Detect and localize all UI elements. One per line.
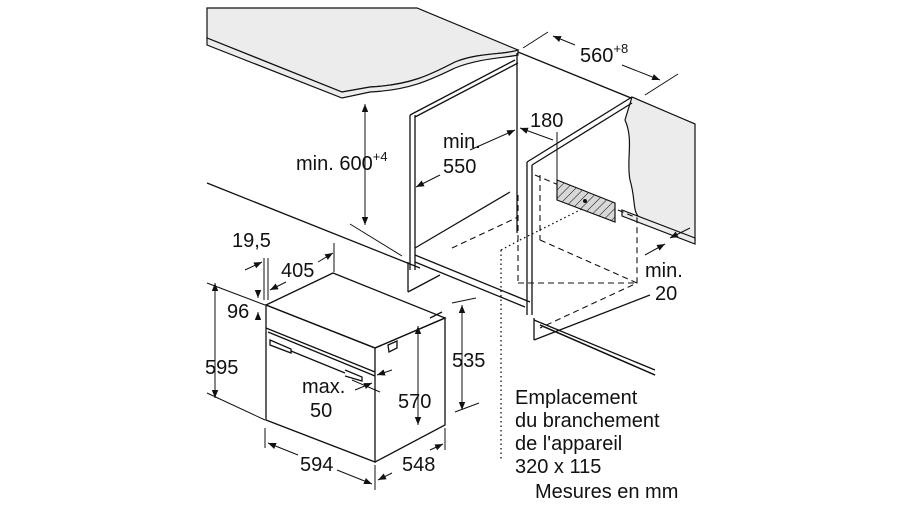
label-rear-clearance-2: 20 <box>655 283 677 305</box>
floor-line <box>206 182 421 269</box>
oven <box>264 272 447 463</box>
label-oven-depth: 548 <box>402 454 435 476</box>
note-line: de l'appareil <box>515 433 622 455</box>
dimension-lines <box>206 31 691 490</box>
label-door-gap-1: max. <box>302 376 345 398</box>
label-top-depth: 405 <box>281 260 314 282</box>
label-niche-height: min. 600+4 <box>296 149 388 175</box>
worktop <box>206 7 520 99</box>
units-note: Mesures en mm <box>535 481 678 503</box>
label-inner-height: 570 <box>398 391 431 413</box>
note-line: 320 x 115 <box>515 456 601 478</box>
label-panel-height: 96 <box>227 301 249 323</box>
label-front-offset: 19,5 <box>232 230 271 252</box>
label-connection-offset: 180 <box>530 110 563 132</box>
note-line: Emplacement <box>515 387 638 409</box>
label-niche-depth-2: 550 <box>443 156 476 178</box>
side-wall <box>621 96 696 245</box>
label-rear-clearance-1: min. <box>645 260 683 282</box>
label-niche-width: 560+8 <box>580 41 628 67</box>
connection-note: Emplacement du branchement de l'appareil… <box>515 387 660 478</box>
label-body-height: 535 <box>452 350 485 372</box>
note-line: du branchement <box>515 410 660 432</box>
label-oven-height: 595 <box>205 357 238 379</box>
label-door-gap-2: 50 <box>310 400 332 422</box>
connection-point <box>583 199 587 203</box>
label-oven-width: 594 <box>300 454 333 476</box>
label-niche-depth-1: min. <box>443 131 481 153</box>
